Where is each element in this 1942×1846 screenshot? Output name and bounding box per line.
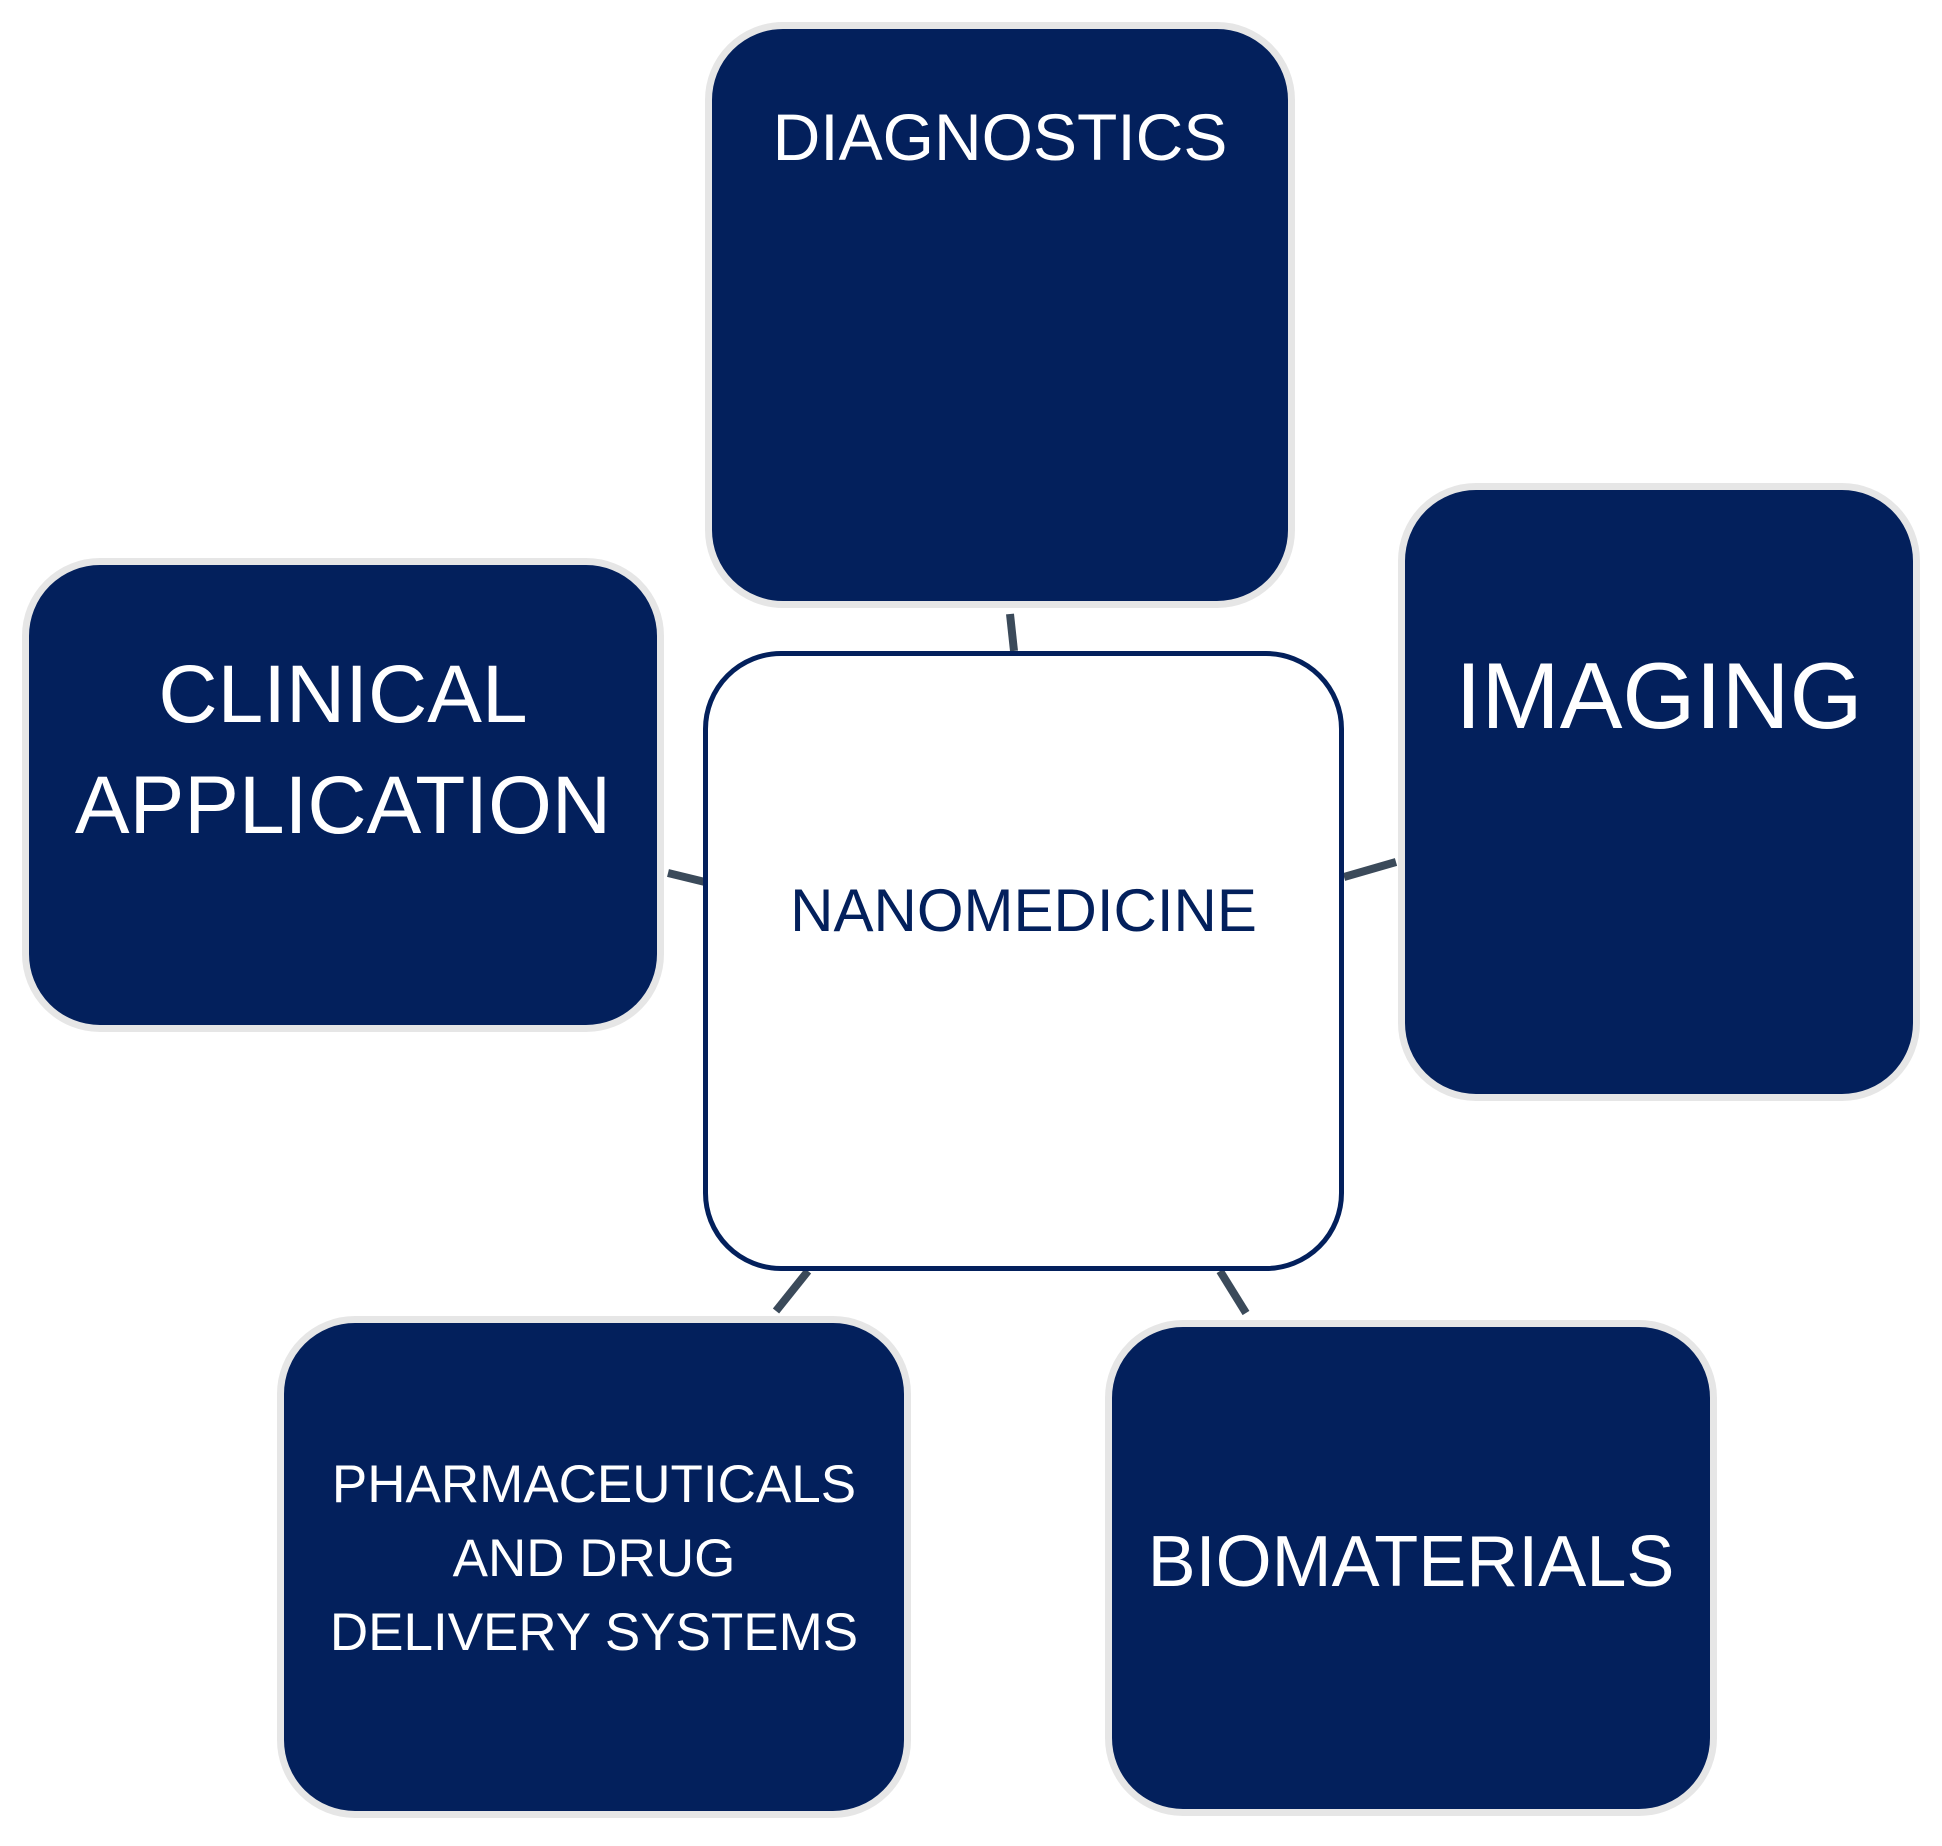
- node-diagnostics: DIAGNOSTICS: [705, 22, 1295, 608]
- connector-imaging: [1342, 858, 1398, 881]
- node-imaging: IMAGING: [1398, 483, 1920, 1101]
- connector-diagnostics: [1006, 613, 1018, 652]
- node-nanomedicine: NANOMEDICINE: [703, 651, 1344, 1271]
- connector-biomaterials: [1216, 1268, 1250, 1316]
- node-biomaterials-label: BIOMATERIALS: [1147, 1522, 1675, 1603]
- node-nanomedicine-label: NANOMEDICINE: [790, 877, 1257, 944]
- connector-pharma: [772, 1268, 812, 1314]
- node-clinical-application: CLINICAL APPLICATION: [22, 558, 664, 1032]
- node-pharmaceuticals: PHARMACEUTICALS AND DRUG DELIVERY SYSTEM…: [277, 1316, 911, 1818]
- node-clinical-application-label: CLINICAL APPLICATION: [74, 649, 612, 851]
- node-biomaterials: BIOMATERIALS: [1105, 1320, 1717, 1816]
- node-diagnostics-label: DIAGNOSTICS: [772, 99, 1228, 174]
- connector-clinical: [667, 869, 706, 886]
- node-imaging-label: IMAGING: [1455, 643, 1863, 749]
- node-pharmaceuticals-label: PHARMACEUTICALS AND DRUG DELIVERY SYSTEM…: [329, 1454, 859, 1663]
